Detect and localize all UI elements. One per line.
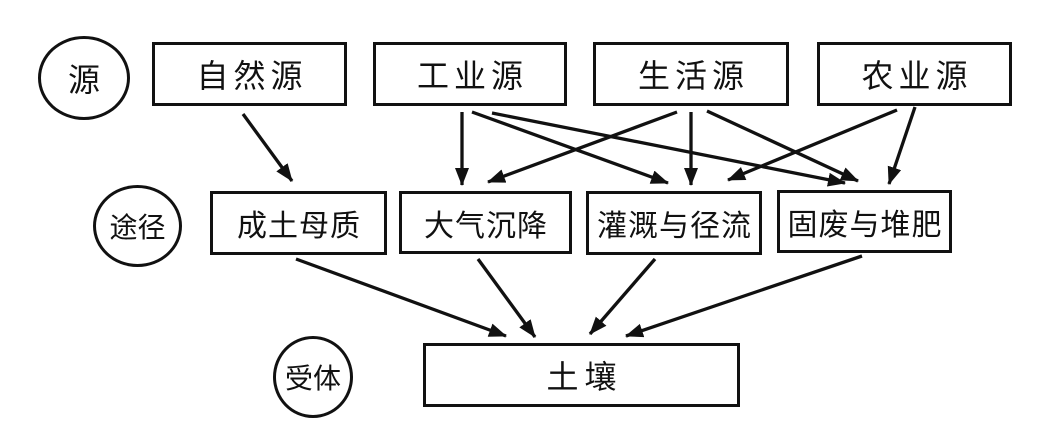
node-label: 灌溉与径流: [597, 210, 752, 243]
node-industrial-source: 工业源: [373, 42, 567, 106]
node-soil: 土壤: [423, 343, 740, 407]
edge-natural-to-parent-material: [241, 113, 294, 182]
node-atmospheric-deposition: 大气沉降: [399, 191, 572, 254]
edge-industrial-to-solid-waste: [491, 111, 846, 187]
edge-atmospheric-to-soil: [476, 258, 537, 338]
node-natural-source: 自然源: [152, 42, 347, 106]
node-label: 自然源: [196, 58, 308, 94]
node-solid-waste-compost: 固废与堆肥: [777, 190, 952, 253]
edge-solid-waste-to-soil: [625, 254, 863, 338]
node-domestic-source: 生活源: [593, 42, 789, 106]
edge-agricultural-to-irrigation: [727, 108, 898, 182]
node-label: 农业源: [861, 58, 973, 94]
node-label: 生活源: [637, 58, 749, 94]
node-label: 土壤: [546, 359, 623, 395]
edge-parent-material-to-soil: [295, 257, 507, 338]
node-label: 大气沉降: [424, 209, 548, 243]
node-parent-material: 成土母质: [210, 191, 387, 255]
stage-label-source: 源: [67, 62, 100, 98]
stage-circle-receptor: 受体: [273, 336, 353, 418]
node-agricultural-source: 农业源: [817, 42, 1012, 106]
edge-domestic-to-atmospheric: [487, 110, 678, 184]
stage-circle-source: 源: [38, 36, 130, 120]
stage-label-pathway: 途径: [109, 213, 166, 244]
edge-industrial-to-irrigation: [471, 110, 669, 185]
edge-irrigation-to-soil: [588, 257, 657, 336]
node-label: 固废与堆肥: [787, 208, 943, 242]
node-irrigation-runoff: 灌溉与径流: [586, 191, 762, 255]
stage-circle-pathway: 途径: [93, 185, 182, 267]
node-label: 成土母质: [237, 210, 361, 243]
edge-agricultural-to-solid-waste: [887, 106, 917, 185]
stage-label-receptor: 受体: [284, 364, 341, 395]
node-label: 工业源: [416, 58, 528, 94]
edge-domestic-to-solid-waste: [706, 109, 859, 183]
